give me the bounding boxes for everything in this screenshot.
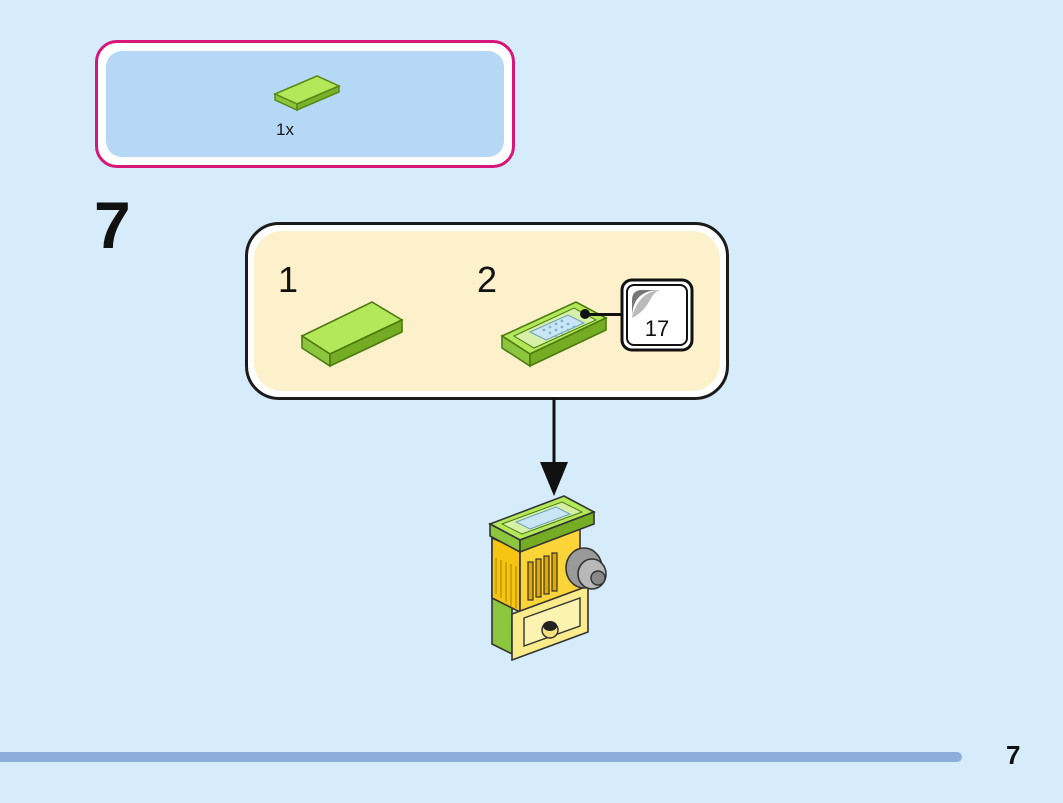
substep-number-1: 1 xyxy=(278,259,299,300)
arrow-down-icon xyxy=(540,398,568,496)
lime-tile-icon xyxy=(300,301,404,368)
part-quantity: 1x xyxy=(276,120,294,139)
substep-number-2: 2 xyxy=(477,259,498,300)
sticker-number: 17 xyxy=(644,316,670,341)
sticker-icon xyxy=(620,278,694,352)
step-number: 7 xyxy=(94,188,131,262)
sticker-pointer-line xyxy=(586,313,622,316)
footer-progress-bar xyxy=(0,752,962,762)
page-number: 7 xyxy=(1006,740,1021,770)
decorated-tile-icon xyxy=(500,301,608,368)
parts-list-callout xyxy=(95,40,515,168)
lime-tile-1x2-part xyxy=(273,75,341,112)
sticker-pointer-dot xyxy=(580,309,590,319)
assembled-model-illustration xyxy=(488,495,607,662)
